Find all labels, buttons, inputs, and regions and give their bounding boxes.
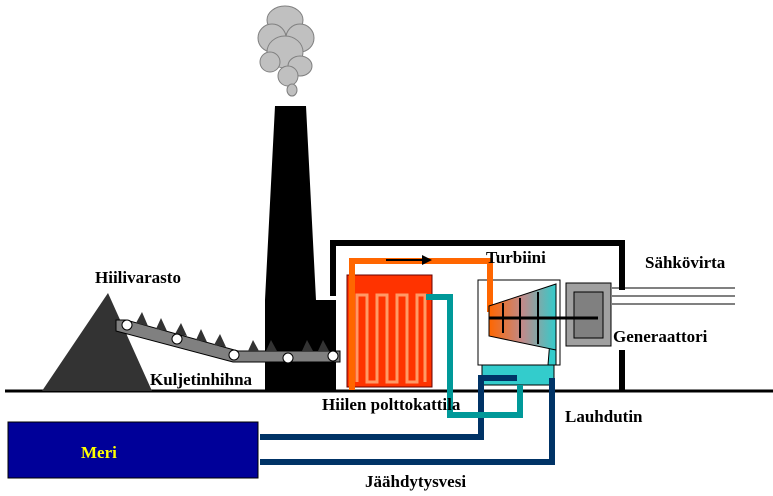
electricity-lines: [612, 287, 735, 305]
electricity-label: Sähkövirta: [645, 253, 726, 272]
smoke-cloud: [257, 5, 315, 97]
coal-boiler: [346, 274, 433, 388]
cooling-water-label: Jäähdytysvesi: [365, 472, 466, 491]
plant-wall-gap: [612, 290, 632, 350]
coal-pile: [42, 293, 152, 391]
condenser-label: Lauhdutin: [565, 407, 643, 426]
boiler-label: Hiilen polttokattila: [322, 395, 461, 414]
generator-core: [573, 291, 604, 339]
turbine-label: Turbiini: [486, 248, 546, 267]
conveyor-label: Kuljetinhihna: [150, 370, 253, 389]
boiler-coil: [355, 293, 427, 384]
chimney: [265, 106, 336, 391]
cooling-water-pipe-inner: [260, 375, 517, 440]
coal-storage-label: Hiilivarasto: [95, 268, 181, 287]
sea: [7, 421, 259, 479]
coal-lumps: [136, 312, 329, 351]
feedwater-pipe: [426, 294, 523, 418]
sea-label: Meri: [81, 443, 117, 462]
generator-label: Generaattori: [613, 327, 708, 346]
conveyor-rollers: [121, 319, 339, 364]
cooling-water-pipe-outer: [260, 378, 555, 465]
arrow-head: [422, 255, 432, 265]
